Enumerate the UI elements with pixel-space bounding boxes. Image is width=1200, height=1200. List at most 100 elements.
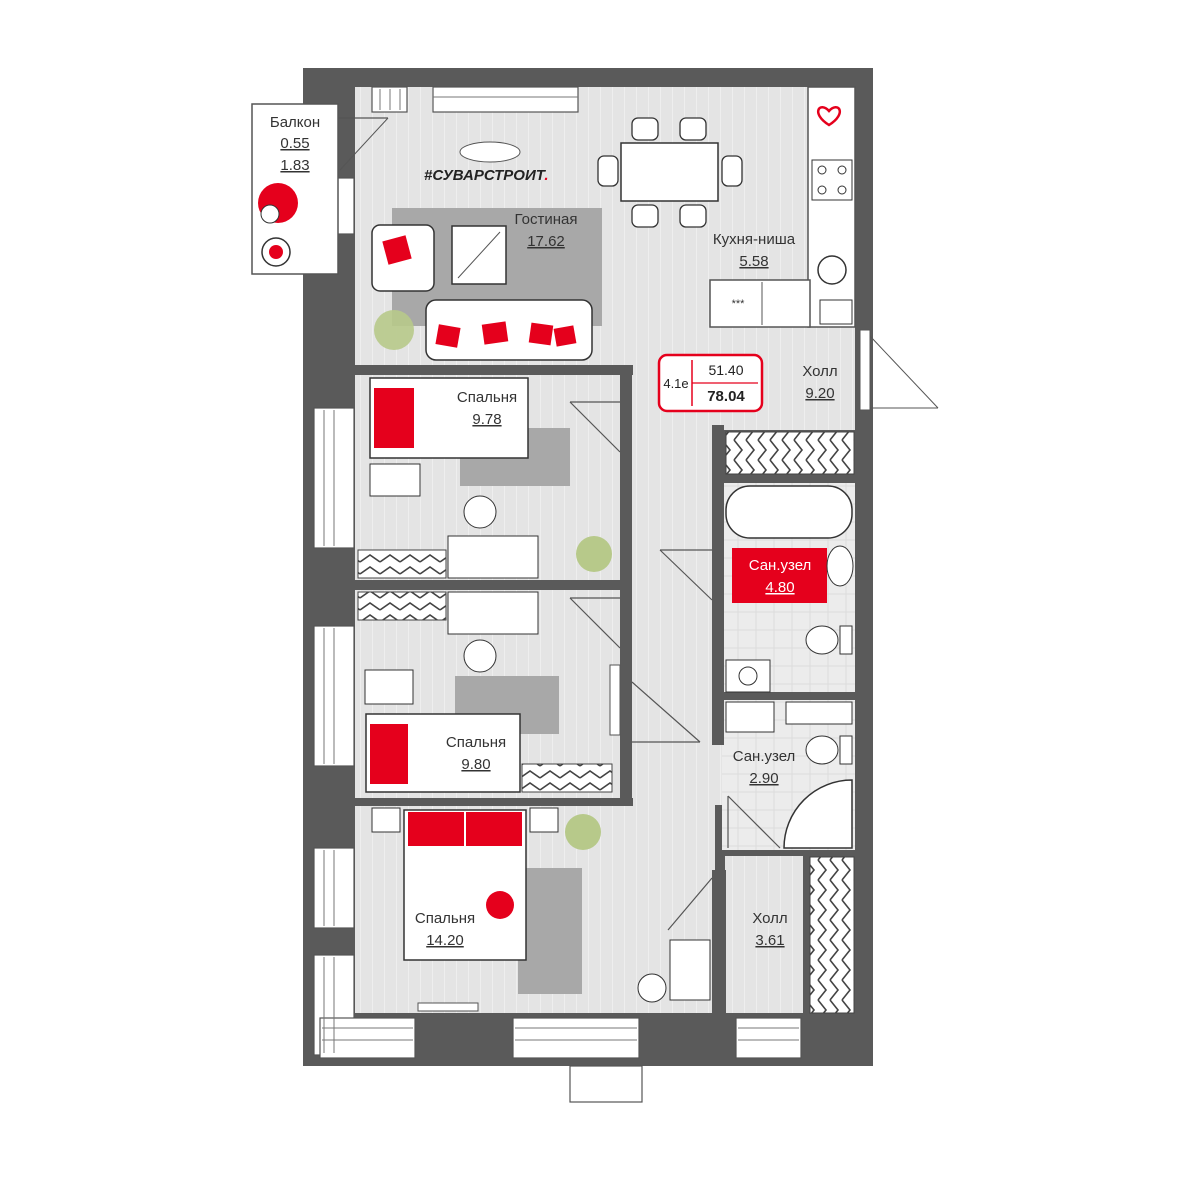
nightstand-1 [369, 463, 421, 497]
wardrobe-2 [357, 591, 447, 621]
window-bottom-left [319, 1017, 416, 1059]
fridge-icon [819, 299, 853, 325]
wall-hall-closet [803, 855, 809, 1013]
bedroom2-furniture [357, 591, 621, 793]
main-hall-details [725, 329, 939, 475]
pillow-1 [374, 388, 414, 448]
window-bottom-center [512, 1017, 640, 1059]
bedroom3-area: 14.20 [426, 932, 464, 949]
living-area-value: 51.40 [708, 362, 743, 378]
stove-icon [811, 159, 853, 201]
hall-main-name: Холл [802, 363, 837, 380]
wall-bath1-bath2 [722, 692, 855, 700]
balcony [251, 103, 389, 275]
apartment-code: 4.1e [663, 376, 688, 391]
wall-bed1-bed2 [355, 580, 630, 590]
wardrobe-hall [725, 431, 855, 475]
heart-icon [817, 106, 841, 127]
plant-icon [374, 310, 414, 350]
dining-table [620, 142, 719, 202]
bath2-area: 2.90 [749, 770, 778, 787]
desk-1 [447, 535, 539, 579]
apartment-summary-badge: 4.1e 51.40 78.04 [657, 353, 764, 413]
kitchen-counter [807, 86, 856, 328]
wall-bed1-corridor [620, 365, 632, 590]
dining-chairs [597, 117, 743, 228]
washing-machine [725, 659, 771, 693]
balcony-area-2: 1.83 [280, 157, 309, 174]
doors [569, 401, 781, 931]
balcony-name: Балкон [270, 114, 320, 131]
kitchen-counter-bottom [709, 279, 811, 328]
bath1-area: 4.80 [765, 579, 794, 596]
toilet-2 [805, 735, 839, 765]
nightstand-3b [529, 807, 559, 833]
small-hall-details [809, 856, 855, 1014]
bath2-fixtures [725, 701, 853, 849]
window-bottom-right [735, 1017, 802, 1059]
wall-closet-bath1 [722, 475, 855, 483]
kitchen-name: Кухня-ниша [713, 231, 796, 248]
living-room-name: Гостиная [515, 211, 578, 228]
bath2-name: Сан.узел [733, 748, 796, 765]
balcony-area: 0.55 [280, 135, 309, 152]
bedroom1-name: Спальня [457, 389, 517, 406]
hall-small-name: Холл [752, 910, 787, 927]
cat-icon [459, 141, 521, 163]
wall-living-bedroom1 [355, 365, 633, 375]
nightstand-3a [371, 807, 401, 833]
appliance-label: *** [732, 298, 746, 310]
bedroom2-name: Спальня [446, 734, 506, 751]
corridor-floor [632, 365, 722, 805]
washbasin-2 [725, 701, 775, 733]
plant-icon [565, 814, 601, 850]
pillow-3a [408, 812, 464, 846]
kitchen-area: 5.58 [739, 253, 768, 270]
bathtub [725, 485, 853, 539]
nightstand-2 [364, 669, 414, 705]
bedroom2-area: 9.80 [461, 756, 490, 773]
plant-icon [576, 536, 612, 572]
bath1-name: Сан.узел [749, 557, 812, 574]
sink-icon [817, 255, 847, 285]
bath-mat [732, 548, 827, 603]
brand-logo-text: #СУВАРСТРОИТ. [424, 167, 549, 184]
wall-bed2-corridor [620, 590, 632, 805]
window-lines [322, 89, 799, 1053]
bath1-fixtures [725, 485, 854, 693]
bedroom3-name: Спальня [415, 910, 475, 927]
small-hall-floor [725, 855, 803, 1013]
wardrobe-small-hall [809, 856, 855, 1014]
wall-bed3-hall [712, 870, 726, 1016]
windows [313, 86, 802, 1103]
bedroom1-furniture [357, 377, 612, 579]
toilet-1 [805, 625, 839, 655]
chair-3 [637, 973, 667, 1003]
hall-main-area: 9.20 [805, 385, 834, 402]
kitchen-details [761, 106, 853, 325]
living-room-furniture [371, 117, 743, 361]
total-area-value: 78.04 [707, 388, 745, 405]
shelf-bath2 [785, 701, 853, 725]
window-top [432, 86, 579, 113]
bedroom3-furniture [371, 807, 711, 1012]
chair-2 [463, 639, 497, 673]
desk-2 [447, 591, 539, 635]
shower-cabin [783, 779, 853, 849]
bedroom3-rug [518, 868, 582, 994]
wall-bed2-bed3 [355, 798, 633, 806]
bedroom1-area: 9.78 [472, 411, 501, 428]
pillow-2 [370, 724, 408, 784]
chair-1 [463, 495, 497, 529]
pillow-3b [466, 812, 522, 846]
washbasin-1 [826, 545, 854, 587]
wall-corridor-baths [712, 425, 724, 745]
living-room-area: 17.62 [527, 233, 565, 250]
hall-small-area: 3.61 [755, 932, 784, 949]
desk-3 [669, 939, 711, 1001]
room-labels: Балкон 0.55 1.83 Гостиная 17.62 Кухня-ни… [270, 114, 838, 949]
bottom-balcony [569, 1065, 643, 1103]
wall-bath2-hall [722, 850, 855, 856]
dresser-2 [521, 763, 613, 793]
